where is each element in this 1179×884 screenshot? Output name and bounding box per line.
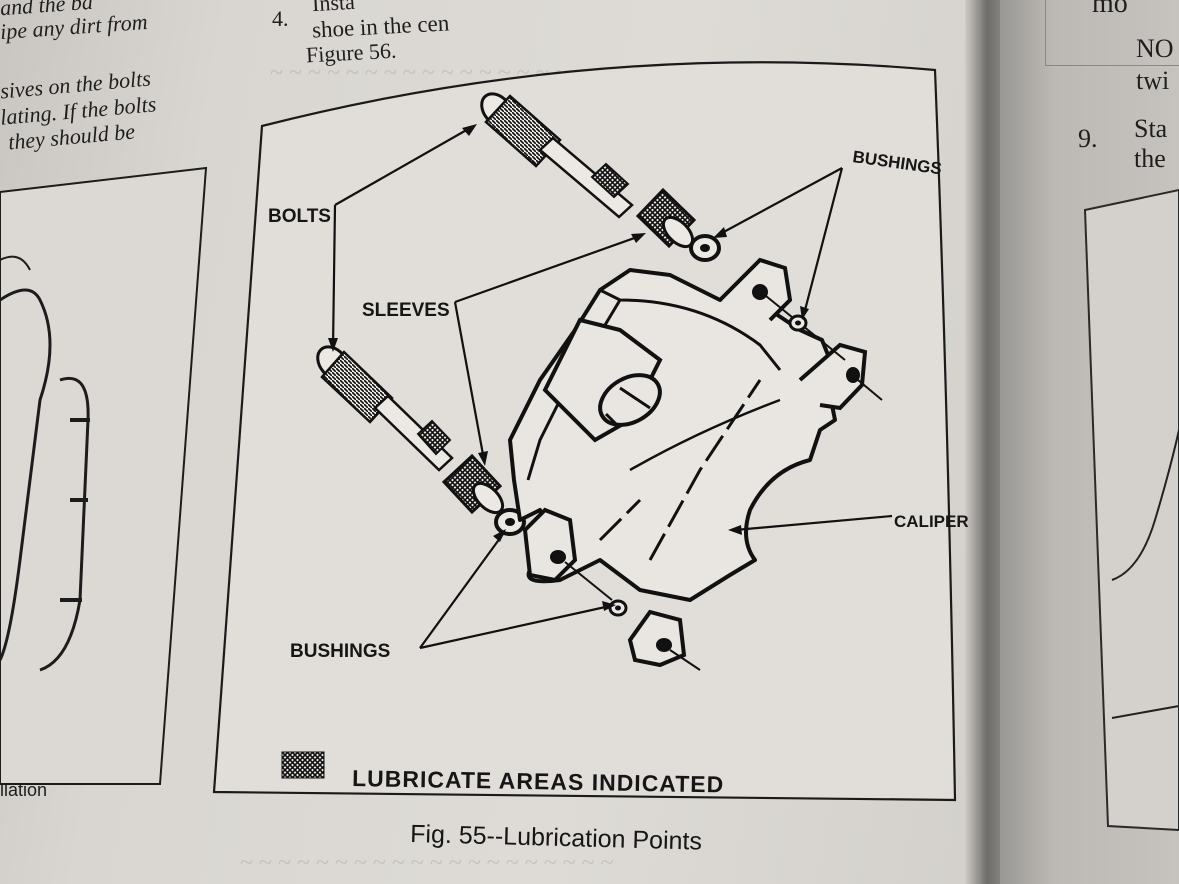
step-number: 9. bbox=[1078, 124, 1098, 153]
right-figure bbox=[1083, 188, 1179, 832]
bushing-lower bbox=[494, 508, 526, 536]
label-caliper: CALIPER bbox=[894, 512, 969, 531]
caliper-body bbox=[508, 257, 883, 671]
bushing-caliper-lower bbox=[608, 599, 628, 617]
figure-caption: Fig. 55--Lubrication Points bbox=[410, 820, 702, 856]
lubricate-swatch bbox=[281, 751, 325, 779]
bleed-through-text: ~ ~ ~ ~ ~ ~ ~ ~ ~ ~ ~ ~ ~ ~ ~ ~ ~ ~ ~ ~ bbox=[240, 850, 614, 876]
leader-lines bbox=[331, 127, 893, 650]
note-box bbox=[1045, 0, 1179, 66]
sleeve-lower bbox=[441, 453, 505, 515]
note-label: NO bbox=[1136, 34, 1174, 63]
label-sleeves: SLEEVES bbox=[362, 300, 450, 321]
sleeve-upper bbox=[635, 187, 697, 249]
book-gutter bbox=[965, 0, 1005, 884]
leader-arrowheads bbox=[328, 124, 809, 611]
previous-figure bbox=[0, 166, 208, 785]
bolt-lower bbox=[316, 345, 454, 472]
bolt-upper bbox=[480, 92, 634, 219]
legend-text: LUBRICATE AREAS INDICATED bbox=[352, 765, 725, 797]
label-bushings-bottom: BUSHINGS bbox=[290, 641, 390, 662]
bushing-caliper-upper bbox=[788, 314, 808, 332]
right-text-fragment: twi bbox=[1136, 66, 1170, 95]
bushing-upper bbox=[689, 234, 721, 262]
label-bolts: BOLTS bbox=[268, 206, 331, 227]
step-number: 4. bbox=[272, 6, 289, 31]
right-text-fragment: mo bbox=[1092, 0, 1128, 19]
step9-text: the bbox=[1134, 144, 1166, 173]
step9-text: Sta bbox=[1134, 114, 1168, 143]
book-page-right: mo NO twi 9. Sta the bbox=[1000, 0, 1179, 884]
